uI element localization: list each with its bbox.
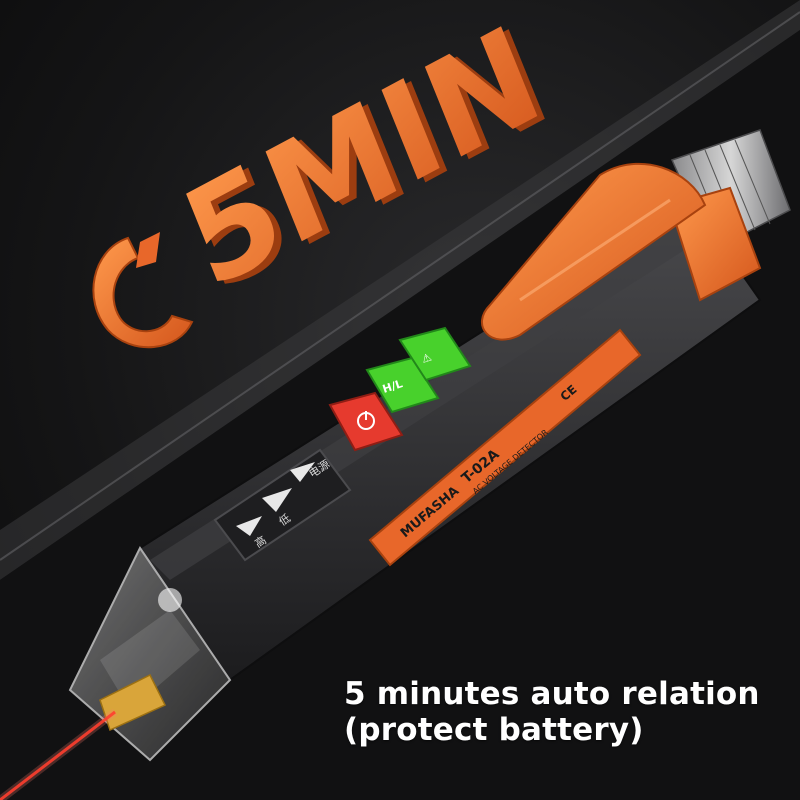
indicator-arrow-upper bbox=[290, 462, 315, 482]
high-low-label: H/L bbox=[381, 377, 404, 396]
pen-end-cap bbox=[668, 186, 762, 302]
caption: 5 minutes auto relation (protect battery… bbox=[344, 676, 760, 748]
power-button[interactable] bbox=[328, 391, 404, 452]
caption-line-1: 5 minutes auto relation bbox=[344, 676, 760, 712]
laser-beam bbox=[0, 710, 116, 800]
indicator-panel: 高 低 电源 bbox=[213, 448, 352, 562]
indicator-arrow-lower bbox=[236, 516, 262, 536]
timer-icon bbox=[92, 232, 194, 349]
mode-icon: ⚠ bbox=[420, 350, 434, 365]
probe-tip bbox=[68, 546, 232, 762]
mode-button[interactable]: ⚠ bbox=[398, 326, 472, 382]
caption-line-2: (protect battery) bbox=[344, 712, 644, 748]
indicator-arrow-middle bbox=[262, 488, 292, 512]
